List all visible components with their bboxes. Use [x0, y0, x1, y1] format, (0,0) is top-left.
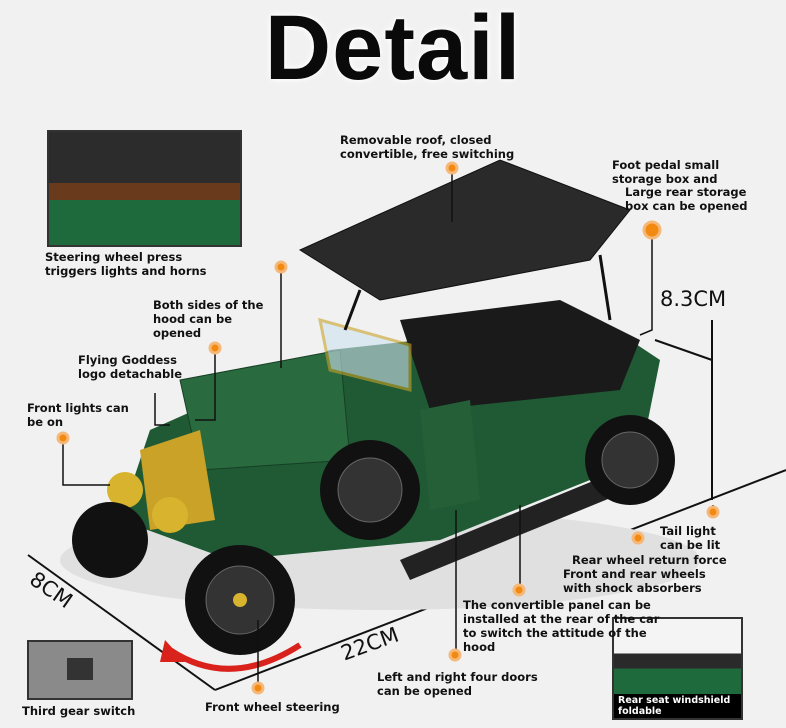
doors-label: Left and right four doors can be opened: [377, 670, 538, 698]
steering-arrow-icon: [168, 642, 302, 672]
rear-wheel-label: Rear wheel return force: [572, 553, 727, 567]
goddess-label: Flying Goddess logo detachable: [78, 353, 183, 381]
steering-wheel-inset-image: [47, 130, 242, 247]
hood-sides-label: Both sides of the hood can be opened: [153, 298, 264, 340]
tail-light-label: Tail light can be lit: [660, 524, 721, 552]
wheels: [72, 415, 675, 655]
roof-label: Removable roof, closed convertible, free…: [340, 133, 515, 161]
shock-label: Front and rear wheels with shock absorbe…: [563, 567, 706, 595]
steering-label: Steering wheel press triggers lights and…: [45, 250, 207, 278]
gear-switch-label: Third gear switch: [22, 704, 136, 718]
foot-pedal-label: Foot pedal small storage box and: [612, 158, 720, 186]
front-steering-label: Front wheel steering: [205, 700, 340, 714]
rear-windshield-inset-image: Rear seat windshield foldable: [612, 617, 743, 720]
car-body: [107, 300, 660, 580]
callout-dots: [56, 161, 720, 695]
car-roof: [298, 159, 631, 301]
rear-storage-label: Large rear storage box can be opened: [625, 185, 748, 213]
height-dimension: 8.3CM: [660, 287, 727, 311]
rear-windshield-caption: Rear seat windshield foldable: [614, 694, 741, 718]
convertible-panel-label: The convertible panel can be installed a…: [463, 598, 660, 654]
page-title: Detail: [264, 0, 522, 99]
gear-switch-inset-image: [27, 640, 133, 700]
front-lights-label: Front lights can be on: [27, 401, 129, 429]
